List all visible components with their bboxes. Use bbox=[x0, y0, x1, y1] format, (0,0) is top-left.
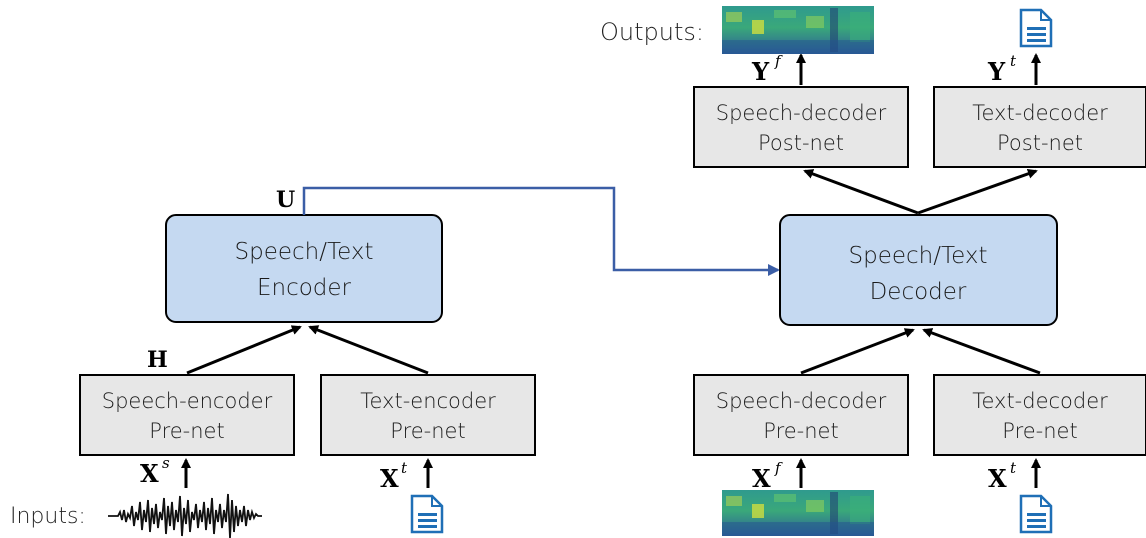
encoder-label-line1: Speech/Text bbox=[235, 239, 374, 265]
arrow-text-prenet-to-encoder bbox=[308, 325, 429, 375]
symbol-u: U bbox=[276, 187, 295, 213]
outputs-label: Outputs: bbox=[600, 18, 704, 46]
speech-encoder-prenet-line2: Pre-net bbox=[149, 419, 224, 443]
symbol-y-t: Y bbox=[987, 57, 1006, 86]
symbol-x-t-encoder: X bbox=[380, 464, 399, 493]
symbol-x-s-superscript: s bbox=[162, 454, 170, 472]
symbol-y-f: Y bbox=[751, 57, 770, 86]
encoder-label-line2: Encoder bbox=[257, 275, 352, 301]
decoder-label-line1: Speech/Text bbox=[849, 243, 988, 269]
speech-text-decoder-box: Speech/Text Decoder bbox=[779, 214, 1058, 326]
symbol-x-f: X bbox=[752, 464, 771, 493]
encoder-to-decoder-connector bbox=[302, 186, 780, 276]
arrow-decoder-to-speech-postnet bbox=[803, 169, 919, 215]
speech-decoder-prenet-line1: Speech-decoder bbox=[716, 389, 887, 413]
document-icon bbox=[1019, 8, 1053, 48]
text-decoder-postnet-line1: Text-decoder bbox=[972, 101, 1108, 125]
text-decoder-prenet-line2: Pre-net bbox=[1002, 419, 1077, 443]
spectrogram-icon bbox=[722, 6, 874, 54]
inputs-label: Inputs: bbox=[10, 504, 86, 529]
text-decoder-prenet-box: Text-decoder Pre-net bbox=[933, 374, 1146, 456]
waveform-icon bbox=[108, 493, 262, 538]
decoder-label-line2: Decoder bbox=[870, 279, 967, 305]
speech-encoder-prenet-line1: Speech-encoder bbox=[102, 389, 273, 413]
document-icon bbox=[1019, 494, 1053, 534]
speech-decoder-postnet-line1: Speech-decoder bbox=[716, 101, 887, 125]
text-encoder-prenet-box: Text-encoder Pre-net bbox=[320, 374, 536, 456]
speech-decoder-prenet-box: Speech-decoder Pre-net bbox=[693, 374, 909, 456]
text-encoder-prenet-line1: Text-encoder bbox=[360, 389, 496, 413]
document-icon bbox=[410, 494, 444, 534]
symbol-x-t-decoder: X bbox=[988, 464, 1007, 493]
text-decoder-prenet-line1: Text-decoder bbox=[972, 389, 1108, 413]
symbol-x-t-encoder-superscript: t bbox=[401, 459, 408, 477]
speech-decoder-prenet-line2: Pre-net bbox=[763, 419, 838, 443]
speech-text-encoder-box: Speech/Text Encoder bbox=[165, 214, 443, 323]
arrow-text-dec-prenet-to-decoder bbox=[922, 328, 1041, 375]
symbol-y-f-superscript: f bbox=[774, 52, 783, 70]
text-decoder-postnet-line2: Post-net bbox=[997, 131, 1083, 155]
speech-decoder-postnet-line2: Post-net bbox=[758, 131, 844, 155]
spectrogram-icon bbox=[722, 490, 874, 536]
arrow-decoder-to-text-postnet bbox=[917, 168, 1038, 215]
speech-decoder-postnet-box: Speech-decoder Post-net bbox=[693, 86, 909, 168]
symbol-x-f-superscript: f bbox=[774, 459, 783, 477]
text-encoder-prenet-line2: Pre-net bbox=[390, 419, 465, 443]
symbol-x-s: X bbox=[140, 459, 159, 488]
arrow-speech-prenet-to-encoder bbox=[186, 325, 302, 375]
speech-encoder-prenet-box: Speech-encoder Pre-net bbox=[79, 374, 295, 456]
symbol-y-t-superscript: t bbox=[1010, 52, 1017, 70]
symbol-x-t-decoder-superscript: t bbox=[1010, 459, 1017, 477]
text-decoder-postnet-box: Text-decoder Post-net bbox=[933, 86, 1146, 168]
symbol-h: H bbox=[147, 347, 168, 373]
arrow-speech-dec-prenet-to-decoder bbox=[800, 328, 915, 375]
